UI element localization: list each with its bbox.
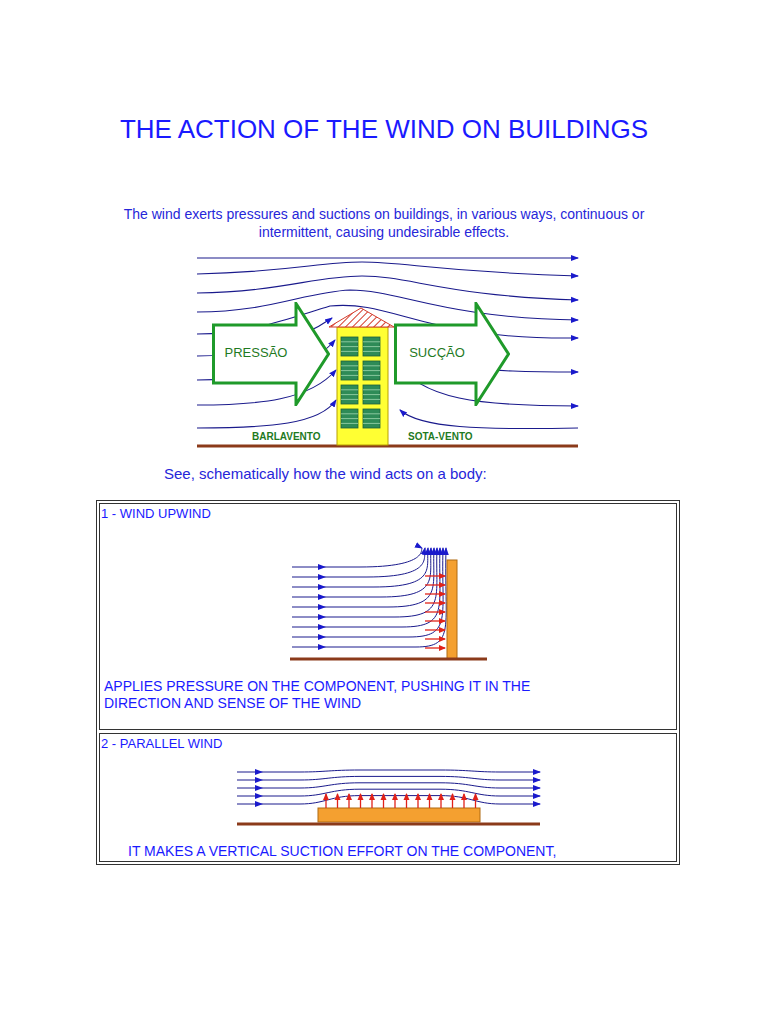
arrow-label: SUCÇÃO <box>398 345 476 360</box>
side-label: BARLAVENTO <box>250 431 323 442</box>
case-panel: 1 - WIND UPWIND APPLIES PRESSURE ON THE C… <box>99 503 677 730</box>
subtitle-note: The wind exerts pressures and suctions o… <box>114 205 654 241</box>
page-title: THE ACTION OF THE WIND ON BUILDINGS <box>0 114 768 145</box>
arrow-label: PRESSÃO <box>216 345 296 360</box>
panel-heading: 2 - PARALLEL WIND <box>101 736 222 751</box>
panel-heading: 1 - WIND UPWIND <box>101 506 211 521</box>
side-label: SOTA-VENTO <box>406 431 475 442</box>
panel-caption: APPLIES PRESSURE ON THE COMPONENT, PUSHI… <box>104 678 544 712</box>
suction-arrow: SUCÇÃO <box>394 302 510 406</box>
case-panel: 2 - PARALLEL WIND IT MAKES A VERTICAL SUC… <box>99 733 677 862</box>
panel-caption: IT MAKES A VERTICAL SUCTION EFFORT ON TH… <box>128 843 658 859</box>
pressure-arrow: PRESSÃO <box>212 302 330 406</box>
intro-note: See, schematically how the wind acts on … <box>164 465 487 482</box>
